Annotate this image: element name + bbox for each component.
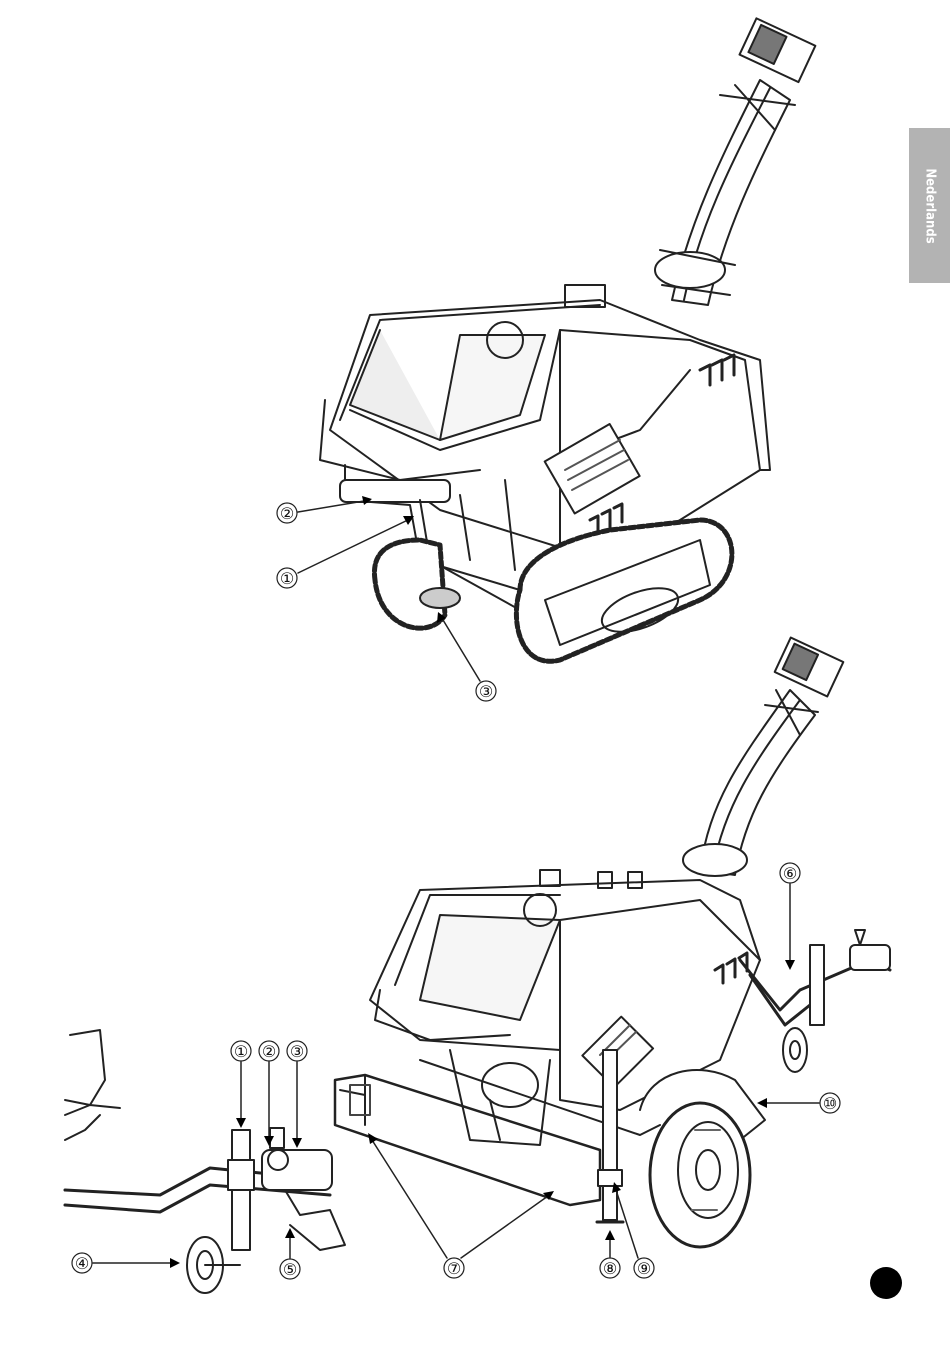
callout-hitch-2-text: ② xyxy=(262,1042,276,1061)
callout-hitch-4-text: ④ xyxy=(75,1254,89,1273)
callout-trailer-10-text: ⑩ xyxy=(823,1094,837,1113)
callout-hitch-5-text: ⑤ xyxy=(283,1260,297,1279)
page-marker-dot xyxy=(870,1267,902,1299)
callout-top-3-text: ③ xyxy=(479,682,493,701)
tracked-chipper-illustration xyxy=(320,18,815,661)
callout-hitch-1-text: ① xyxy=(234,1042,248,1061)
callout-trailer-9-text: ⑨ xyxy=(637,1259,651,1278)
callout-trailer-7-text: ⑦ xyxy=(447,1259,461,1278)
trailer-chipper-illustration xyxy=(335,638,890,1247)
callout-trailer-8-text: ⑧ xyxy=(603,1259,617,1278)
callout-hitch-3-text: ③ xyxy=(290,1042,304,1061)
callout-trailer-6-text: ⑥ xyxy=(783,864,797,883)
hitch-detail-illustration xyxy=(65,1030,345,1293)
callout-top-2-text: ② xyxy=(280,504,294,523)
language-tab: Nederlands xyxy=(909,128,950,283)
language-tab-label: Nederlands xyxy=(922,168,937,243)
callout-top-1-text: ① xyxy=(280,569,294,588)
